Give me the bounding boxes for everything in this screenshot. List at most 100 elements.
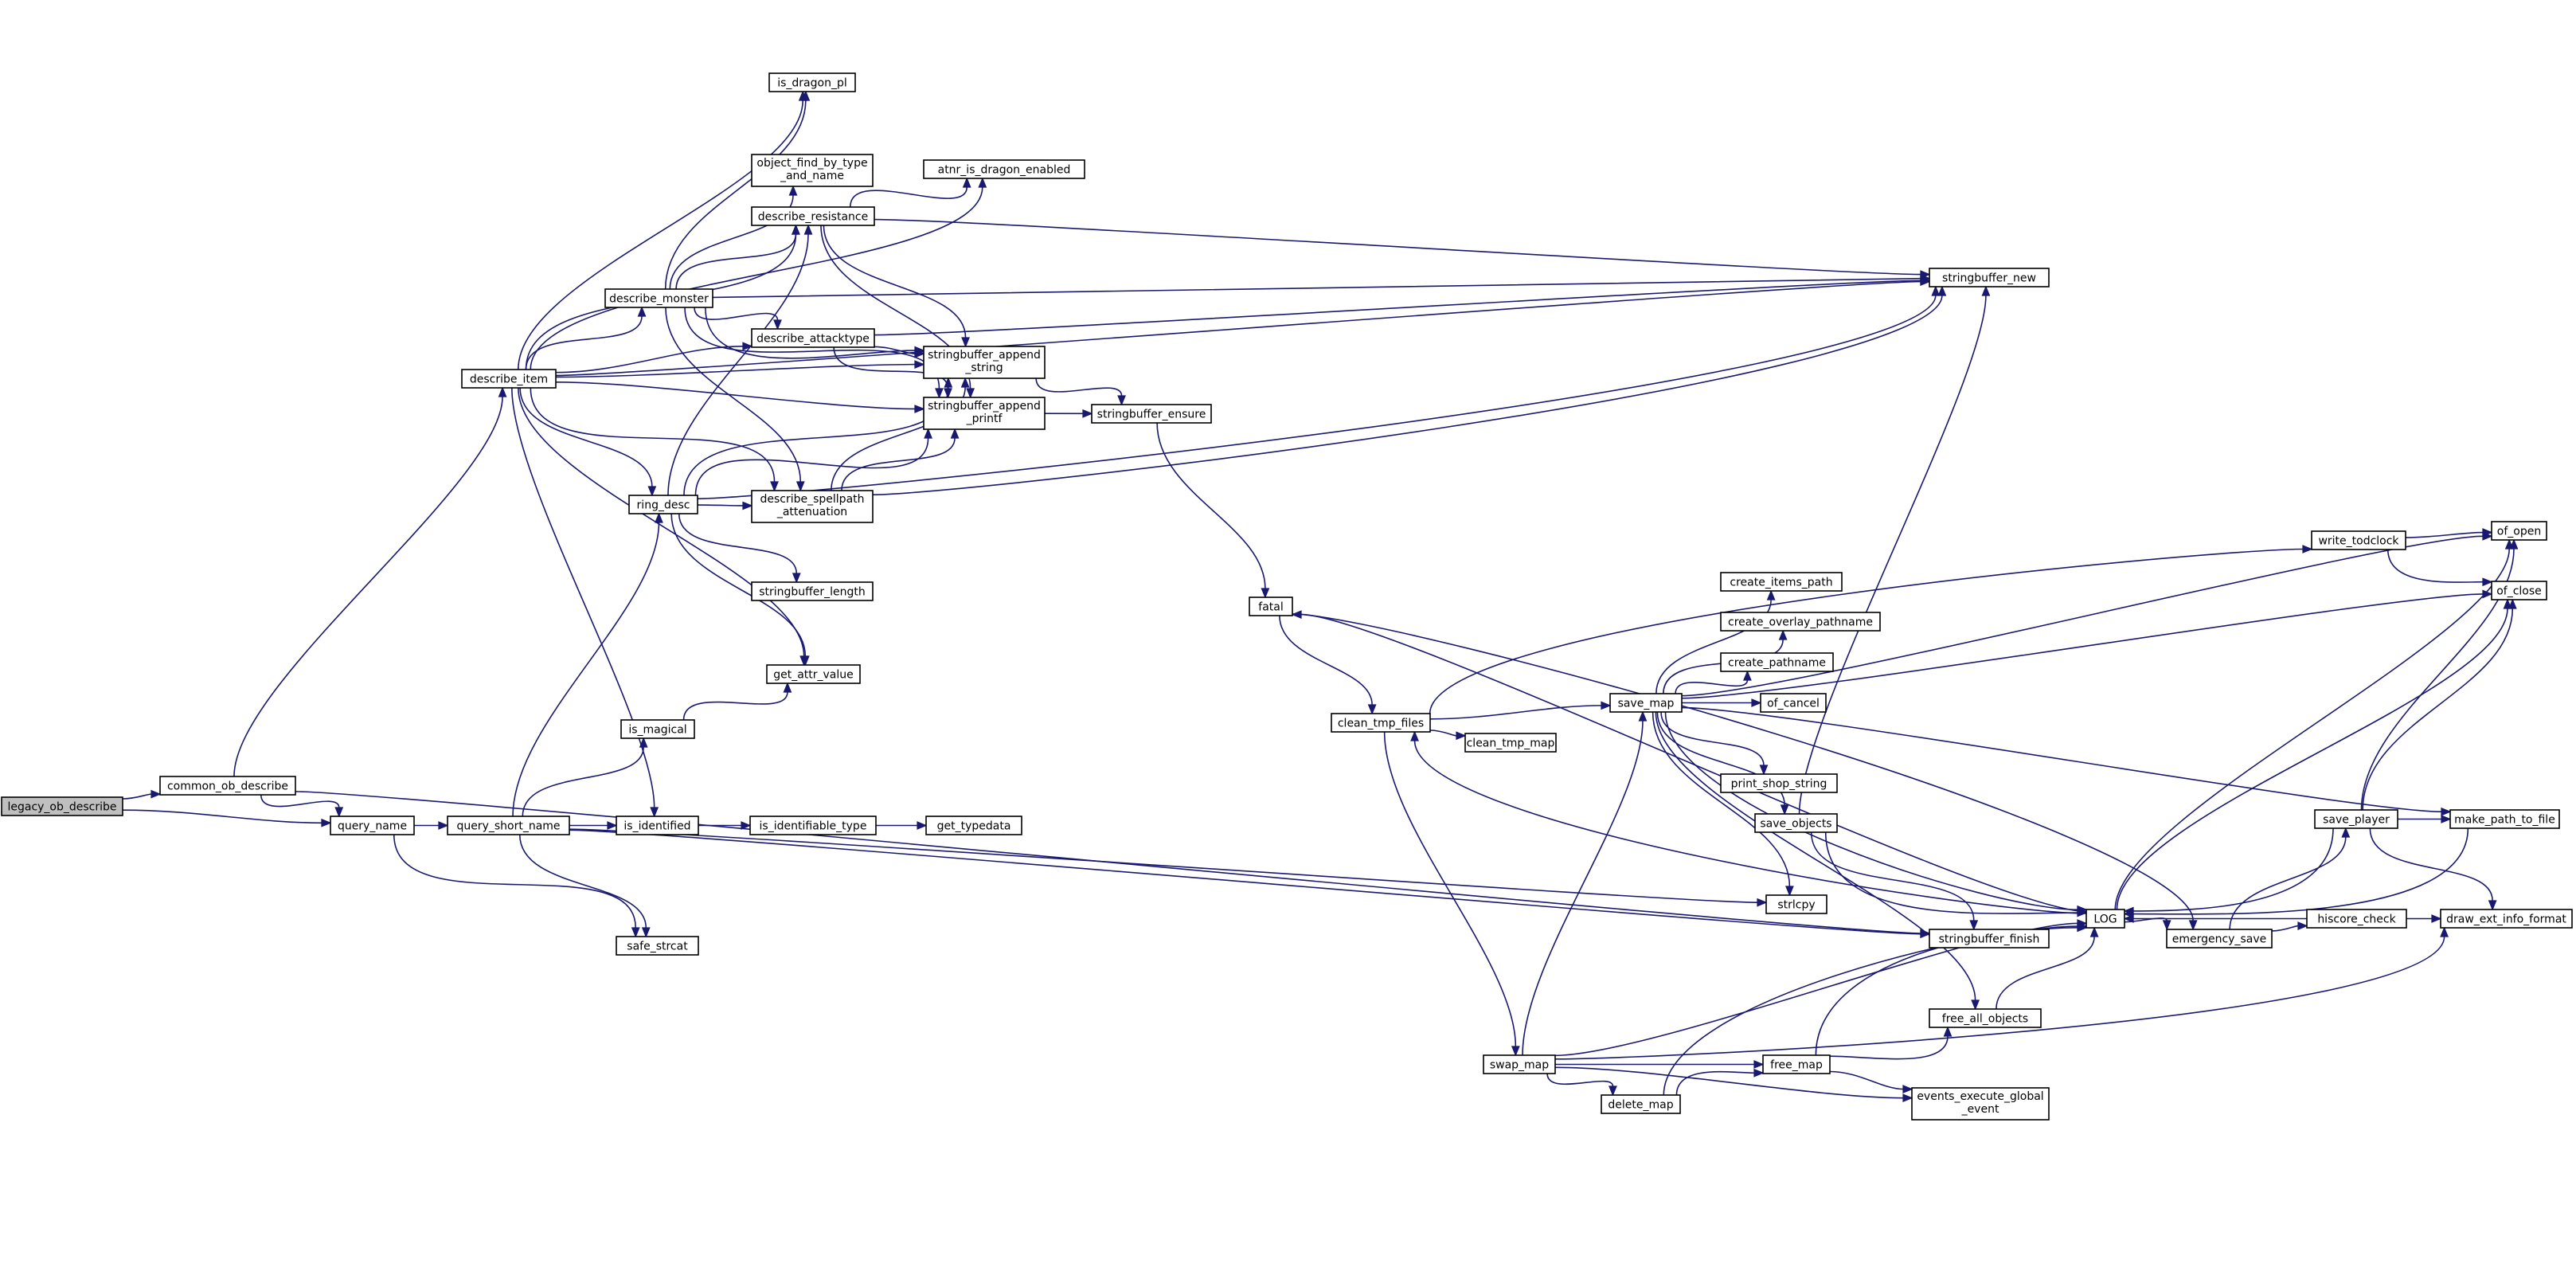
node-draw-ext-info-format[interactable]: draw_ext_info_format [2440,909,2573,929]
node-save-objects[interactable]: save_objects [1754,813,1838,833]
node-label: _and_name [780,170,844,182]
node-of-cancel[interactable]: of_cancel [1760,693,1827,713]
node-is-identified[interactable]: is_identified [616,816,699,835]
node-legacy-ob-describe[interactable]: legacy_ob_describe [1,796,123,816]
edge-save_map-to-of_close [1681,589,2493,699]
node-print-shop-string[interactable]: print_shop_string [1720,773,1838,793]
edge-is_magical-to-get_attr_value [682,682,792,721]
node-ring-desc[interactable]: ring_desc [628,495,698,514]
node-describe-attacktype[interactable]: describe_attacktype [751,328,875,348]
edge-query_short_name-to-is_identified [569,821,618,830]
edge-is_identifiable_type-to-get_typedata [876,821,928,830]
edge-ring_desc-to-sb_append_printf [694,428,933,496]
node-safe-strcat[interactable]: safe_strcat [616,936,699,956]
node-of-close[interactable]: of_close [2491,581,2547,600]
node-of-open[interactable]: of_open [2491,521,2547,541]
edge-save_objects-to-sb_finish [1810,831,1979,931]
node-sb-new[interactable]: stringbuffer_new [1929,268,2050,288]
edge-describe_resistance-to-sb_append_string [823,225,970,348]
node-create-pathname[interactable]: create_pathname [1720,652,1834,672]
node-label: of_cancel [1767,698,1820,710]
node-label: hiscore_check [2317,913,2396,926]
node-is-magical[interactable]: is_magical [620,719,695,739]
node-label: is_magical [628,724,686,737]
edges [122,90,2519,1103]
edge-save_map-to-create_pathname [1675,670,1752,694]
node-sb-append-string[interactable]: stringbuffer_append_string [923,346,1046,379]
node-describe-spellpath[interactable]: describe_spellpath_attenuation [751,490,874,523]
node-make-path-to-file[interactable]: make_path_to_file [2449,809,2560,829]
node-get-attr-value[interactable]: get_attr_value [766,664,861,684]
node-object-find-by-type[interactable]: object_find_by_type_and_name [751,154,874,187]
node-label: describe_monster [609,293,709,306]
node-free-all-objects[interactable]: free_all_objects [1929,1008,2042,1028]
node-sb-ensure[interactable]: stringbuffer_ensure [1091,404,1212,424]
edge-query_name-to-safe_strcat [393,834,640,938]
node-clean-tmp-map[interactable]: clean_tmp_map [1464,733,1557,753]
node-label: delete_map [1608,1099,1673,1112]
node-emergency-save[interactable]: emergency_save [2166,929,2273,949]
node-label: print_shop_string [1731,778,1827,791]
node-label: save_objects [1760,818,1831,831]
edge-describe_spellpath-to-sb_new [872,285,1947,496]
node-swap-map[interactable]: swap_map [1483,1054,1556,1074]
edge-ring_desc-to-describe_resistance [667,224,813,496]
node-label: _attenuation [776,506,847,518]
edge-ring_desc-to-get_attr_value [670,513,810,667]
node-clean-tmp-files[interactable]: clean_tmp_files [1331,713,1431,733]
edge-describe_monster-to-sb_new [712,274,1931,299]
node-label: swap_map [1490,1059,1549,1072]
edge-describe_item-to-get_attr_value [518,387,809,667]
node-save-map[interactable]: save_map [1609,693,1683,713]
node-label: strlcpy [1777,899,1815,912]
node-fatal[interactable]: fatal [1249,597,1293,616]
node-label: safe_strcat [627,941,688,953]
edge-describe_item-to-sb_append_printf [555,381,925,413]
node-label: query_name [338,820,407,833]
node-sb-finish[interactable]: stringbuffer_finish [1929,929,2050,949]
edge-save_map-to-strlcpy [1652,711,1794,897]
node-sb-length[interactable]: stringbuffer_length [751,581,874,601]
node-is-dragon-pl[interactable]: is_dragon_pl [768,72,856,92]
node-create-items-path[interactable]: create_items_path [1720,572,1843,592]
edge-is_identified-to-is_identifiable_type [698,821,752,830]
node-hiscore-check[interactable]: hiscore_check [2306,909,2407,929]
node-label: query_short_name [456,820,560,833]
edge-ring_desc-to-sb_length [678,513,801,584]
node-free-map[interactable]: free_map [1762,1054,1831,1074]
node-save-player[interactable]: save_player [2314,809,2398,829]
node-delete-map[interactable]: delete_map [1601,1094,1681,1114]
edge-common_ob_describe-to-describe_item [233,386,507,777]
edge-save_map-to-free_all_objects [1655,711,1980,1011]
node-label: write_todclock [2318,535,2399,548]
edge-swap_map-to-draw_ext_info_format [1554,926,2449,1060]
node-describe-monster[interactable]: describe_monster [604,288,713,308]
edge-swap_map-to-events_execute [1554,1066,1913,1103]
node-label: save_map [1618,698,1675,710]
edge-query_name-to-query_short_name [414,821,449,830]
node-get-typedata[interactable]: get_typedata [925,816,1022,835]
node-label: make_path_to_file [2454,814,2555,827]
node-describe-resistance[interactable]: describe_resistance [751,206,875,226]
node-label: stringbuffer_append [928,349,1041,362]
edge-describe_item-to-is_dragon_pl [517,90,807,370]
node-sb-append-printf[interactable]: stringbuffer_append_printf [923,397,1046,430]
node-is-identifiable-type[interactable]: is_identifiable_type [749,816,877,835]
node-atnr-is-dragon-enabled[interactable]: atnr_is_dragon_enabled [923,159,1085,179]
edge-free_map-to-events_execute [1829,1070,1913,1093]
node-LOG[interactable]: LOG [2085,909,2125,929]
node-query-name[interactable]: query_name [330,816,415,835]
node-query-short-name[interactable]: query_short_name [447,816,570,835]
edge-swap_map-to-delete_map [1546,1073,1617,1097]
node-events-execute[interactable]: events_execute_global_event [1911,1087,2050,1121]
node-label: common_ob_describe [167,780,288,793]
node-label: _printf [966,413,1003,425]
node-label: stringbuffer_append [928,400,1041,413]
node-common-ob-describe[interactable]: common_ob_describe [159,776,296,796]
node-strlcpy[interactable]: strlcpy [1765,894,1827,914]
node-create-overlay-pathname[interactable]: create_overlay_pathname [1720,612,1881,632]
edge-describe_item-to-sb_append_string [555,360,925,378]
node-describe-item[interactable]: describe_item [461,369,557,389]
edge-LOG-to-fatal [1291,610,2087,913]
node-write-todclock[interactable]: write_todclock [2311,530,2406,550]
